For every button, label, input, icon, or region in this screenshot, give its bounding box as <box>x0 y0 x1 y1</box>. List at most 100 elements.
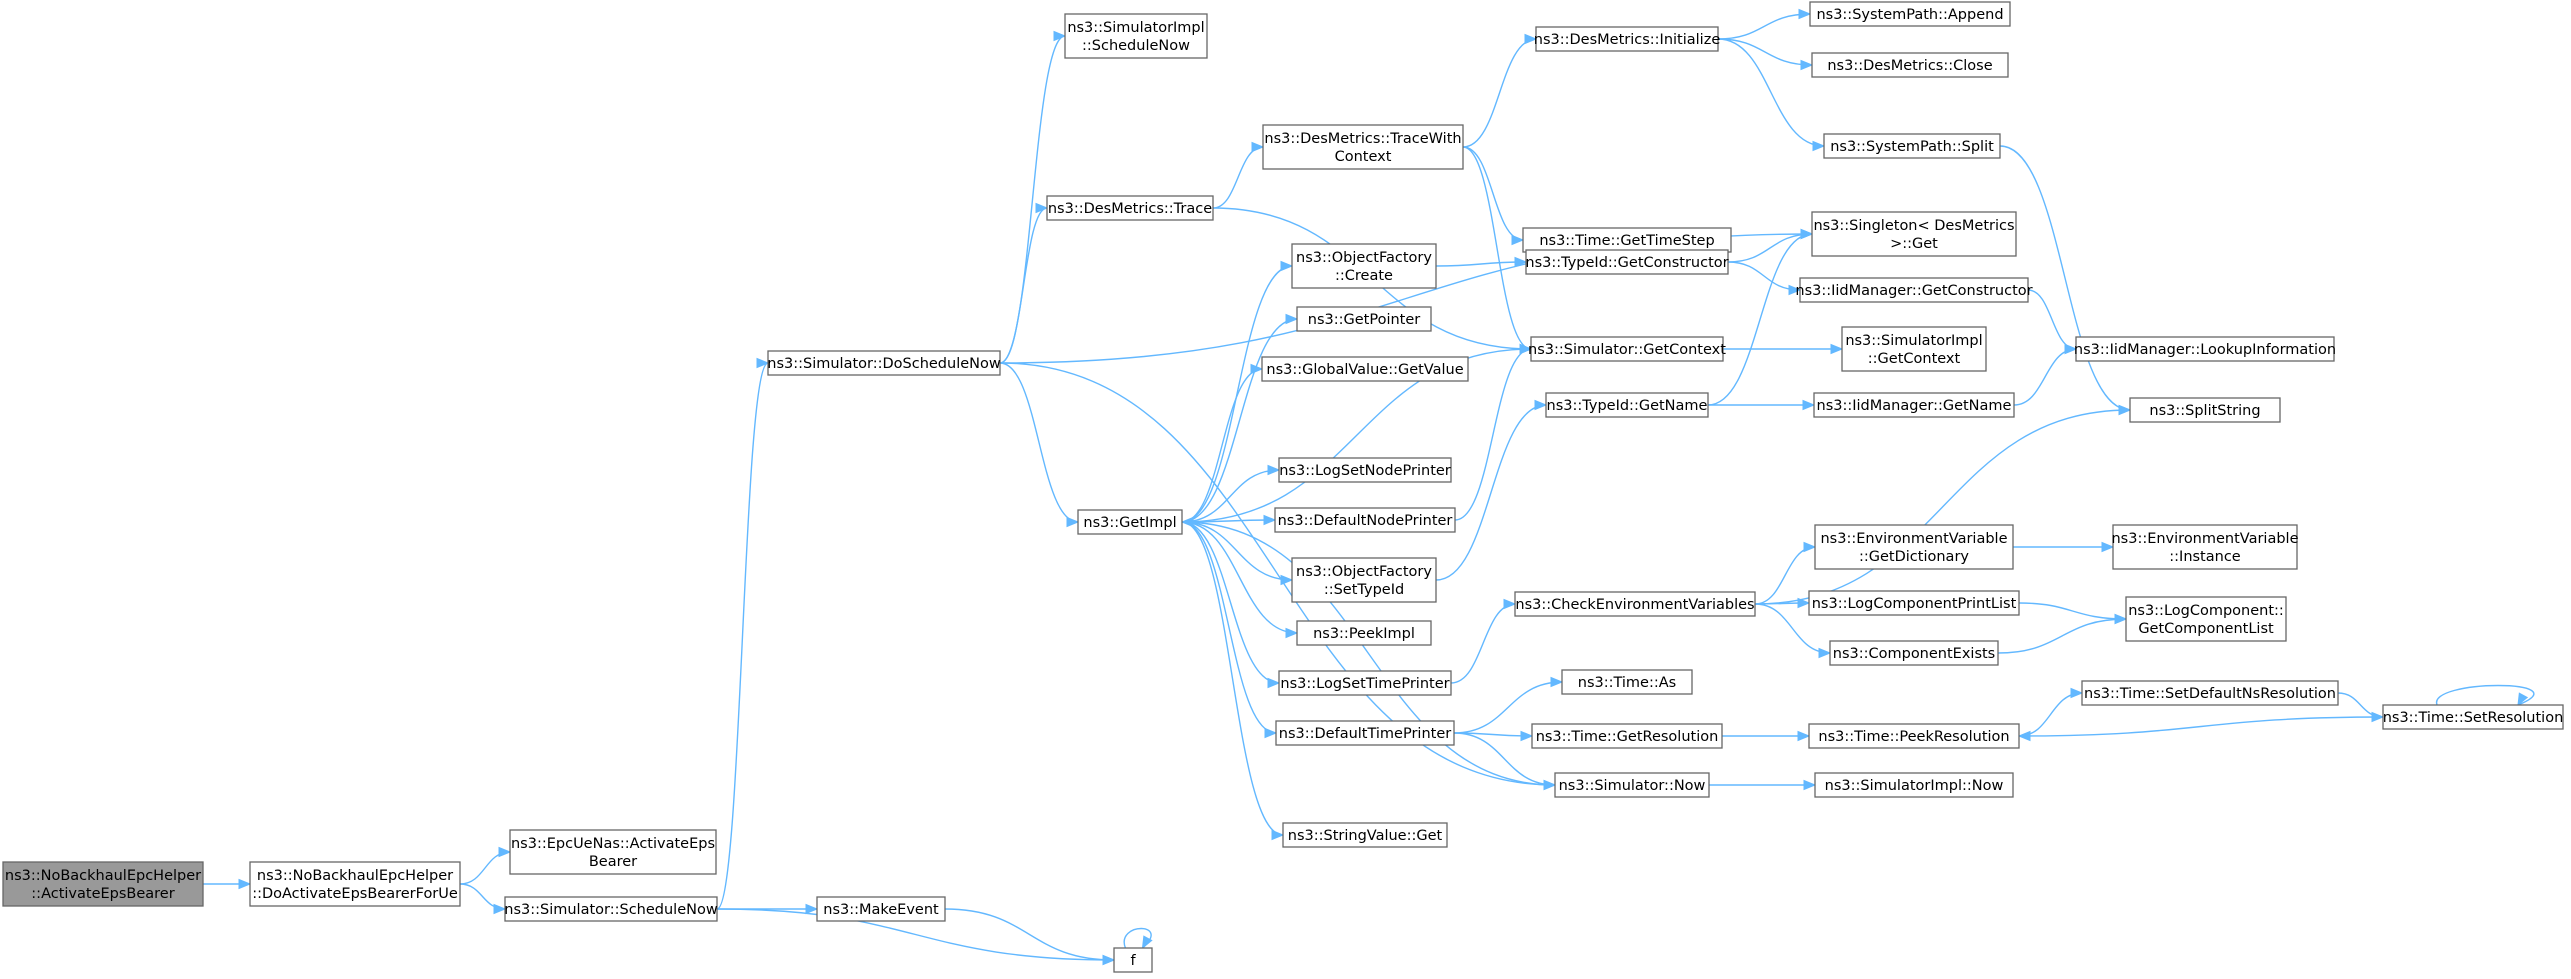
node-getctx[interactable]: ns3::Simulator::GetContext <box>1528 336 1726 362</box>
node-simimplsn[interactable]: ns3::SimulatorImpl::ScheduleNow <box>1064 13 1208 59</box>
node-desclose[interactable]: ns3::DesMetrics::Close <box>1811 52 2009 78</box>
node-setres[interactable]: ns3::Time::SetResolution <box>2382 704 2564 730</box>
edge-arrowhead <box>1519 343 1533 355</box>
node-envinst[interactable]: ns3::EnvironmentVariable::Instance <box>2111 524 2299 570</box>
node-dosched[interactable]: ns3::Simulator::DoScheduleNow <box>767 350 1001 376</box>
node-box[interactable] <box>1525 249 1729 275</box>
node-box[interactable] <box>1046 195 1214 221</box>
node-box[interactable] <box>1531 723 1723 749</box>
edge-arrowhead <box>1534 399 1548 411</box>
node-simnow[interactable]: ns3::Simulator::Now <box>1554 772 1710 798</box>
node-box[interactable] <box>767 350 1001 376</box>
node-simimplnow[interactable]: ns3::SimulatorImpl::Now <box>1814 772 2014 798</box>
node-box[interactable] <box>1811 52 2009 78</box>
node-box[interactable] <box>509 829 717 875</box>
node-spsplit[interactable]: ns3::SystemPath::Split <box>1823 133 2001 159</box>
node-getimpl[interactable]: ns3::GetImpl <box>1077 509 1183 535</box>
node-box[interactable] <box>816 896 946 922</box>
node-settypeid[interactable]: ns3::ObjectFactory::SetTypeId <box>1291 557 1437 603</box>
node-box[interactable] <box>1808 590 2020 616</box>
node-doact[interactable]: ns3::NoBackhaulEpcHelper::DoActivateEpsB… <box>249 861 461 907</box>
node-epcnas[interactable]: ns3::EpcUeNas::ActivateEpsBearer <box>509 829 717 875</box>
node-box[interactable] <box>1814 772 2014 798</box>
node-box[interactable] <box>2382 704 2564 730</box>
node-box[interactable] <box>2081 680 2339 706</box>
node-deftime[interactable]: ns3::DefaultTimePrinter <box>1275 720 1455 746</box>
node-box[interactable] <box>1113 947 1153 973</box>
node-box[interactable] <box>1274 507 1456 533</box>
node-box[interactable] <box>1514 591 1756 617</box>
node-box[interactable] <box>1814 524 2014 570</box>
node-box[interactable] <box>2125 596 2287 642</box>
node-box[interactable] <box>1282 822 1448 848</box>
node-objcreate[interactable]: ns3::ObjectFactory::Create <box>1291 243 1437 289</box>
node-compexists[interactable]: ns3::ComponentExists <box>1829 640 1999 666</box>
node-box[interactable] <box>1809 1 2011 27</box>
node-strget[interactable]: ns3::StringValue::Get <box>1282 822 1448 848</box>
node-timeas[interactable]: ns3::Time::As <box>1561 669 1693 695</box>
node-makeevent[interactable]: ns3::MakeEvent <box>816 896 946 922</box>
node-box[interactable] <box>1554 772 1710 798</box>
node-envdict[interactable]: ns3::EnvironmentVariable::GetDictionary <box>1814 524 2014 570</box>
node-peekimpl[interactable]: ns3::PeekImpl <box>1296 620 1432 646</box>
node-singleton[interactable]: ns3::Singleton< DesMetrics>::Get <box>1811 211 2017 257</box>
node-lognode[interactable]: ns3::LogSetNodePrinter <box>1278 457 1452 483</box>
node-box[interactable] <box>1278 670 1452 696</box>
node-desinit[interactable]: ns3::DesMetrics::Initialize <box>1534 26 1721 52</box>
node-box[interactable] <box>1291 557 1437 603</box>
node-getctor[interactable]: ns3::TypeId::GetConstructor <box>1525 249 1729 275</box>
node-logcomp[interactable]: ns3::LogComponent::GetComponentList <box>2125 596 2287 642</box>
node-box[interactable] <box>1823 133 2001 159</box>
node-iidlookup[interactable]: ns3::IidManager::LookupInformation <box>2074 336 2336 362</box>
node-timestep[interactable]: ns3::Time::GetTimeStep <box>1522 227 1732 253</box>
node-spappend[interactable]: ns3::SystemPath::Append <box>1809 1 2011 27</box>
node-f[interactable]: f <box>1113 947 1153 973</box>
node-simimplctx[interactable]: ns3::SimulatorImpl::GetContext <box>1841 326 1987 372</box>
node-tigetname[interactable]: ns3::TypeId::GetName <box>1545 392 1709 418</box>
node-box[interactable] <box>1799 277 2029 303</box>
node-box[interactable] <box>1545 392 1709 418</box>
node-box[interactable] <box>1262 124 1464 170</box>
node-checkenv[interactable]: ns3::CheckEnvironmentVariables <box>1514 591 1756 617</box>
node-gvgetvalue[interactable]: ns3::GlobalValue::GetValue <box>1261 356 1469 382</box>
node-box[interactable] <box>1296 620 1432 646</box>
node-box[interactable] <box>1275 720 1455 746</box>
node-box[interactable] <box>1561 669 1693 695</box>
node-box[interactable] <box>1829 640 1999 666</box>
node-peekres[interactable]: ns3::Time::PeekResolution <box>1808 723 2020 749</box>
node-logcpl[interactable]: ns3::LogComponentPrintList <box>1808 590 2020 616</box>
node-setdefres[interactable]: ns3::Time::SetDefaultNsResolution <box>2081 680 2339 706</box>
node-box[interactable] <box>1064 13 1208 59</box>
edge-iidname-to-iidlookup <box>2013 348 2077 406</box>
node-box[interactable] <box>1811 211 2017 257</box>
node-box[interactable] <box>1077 509 1183 535</box>
node-box[interactable] <box>2112 524 2298 570</box>
node-box[interactable] <box>1535 26 1719 52</box>
node-box[interactable] <box>1813 392 2015 418</box>
node-box[interactable] <box>1278 457 1452 483</box>
node-destrace[interactable]: ns3::DesMetrics::Trace <box>1046 195 1214 221</box>
node-getres[interactable]: ns3::Time::GetResolution <box>1531 723 1723 749</box>
node-box[interactable] <box>2 861 204 907</box>
node-splitstr[interactable]: ns3::SplitString <box>2129 397 2281 423</box>
node-box[interactable] <box>1261 356 1469 382</box>
node-root[interactable]: ns3::NoBackhaulEpcHelper::ActivateEpsBea… <box>2 861 204 907</box>
node-iidname[interactable]: ns3::IidManager::GetName <box>1813 392 2015 418</box>
node-box[interactable] <box>1296 306 1432 332</box>
node-label: ns3::LogSetTimePrinter <box>1280 676 1449 692</box>
node-getpointer[interactable]: ns3::GetPointer <box>1296 306 1432 332</box>
node-defnode[interactable]: ns3::DefaultNodePrinter <box>1274 507 1456 533</box>
node-box[interactable] <box>249 861 461 907</box>
node-box[interactable] <box>1841 326 1987 372</box>
node-logtime[interactable]: ns3::LogSetTimePrinter <box>1278 670 1452 696</box>
node-box[interactable] <box>2075 336 2335 362</box>
node-box[interactable] <box>1530 336 1724 362</box>
node-box[interactable] <box>2129 397 2281 423</box>
node-box[interactable] <box>1808 723 2020 749</box>
node-box[interactable] <box>1291 243 1437 289</box>
node-iidctor[interactable]: ns3::IidManager::GetConstructor <box>1795 277 2033 303</box>
node-box[interactable] <box>504 896 718 922</box>
edge-desinit-to-spsplit <box>1717 38 1825 147</box>
node-schedule[interactable]: ns3::Simulator::ScheduleNow <box>504 896 718 922</box>
